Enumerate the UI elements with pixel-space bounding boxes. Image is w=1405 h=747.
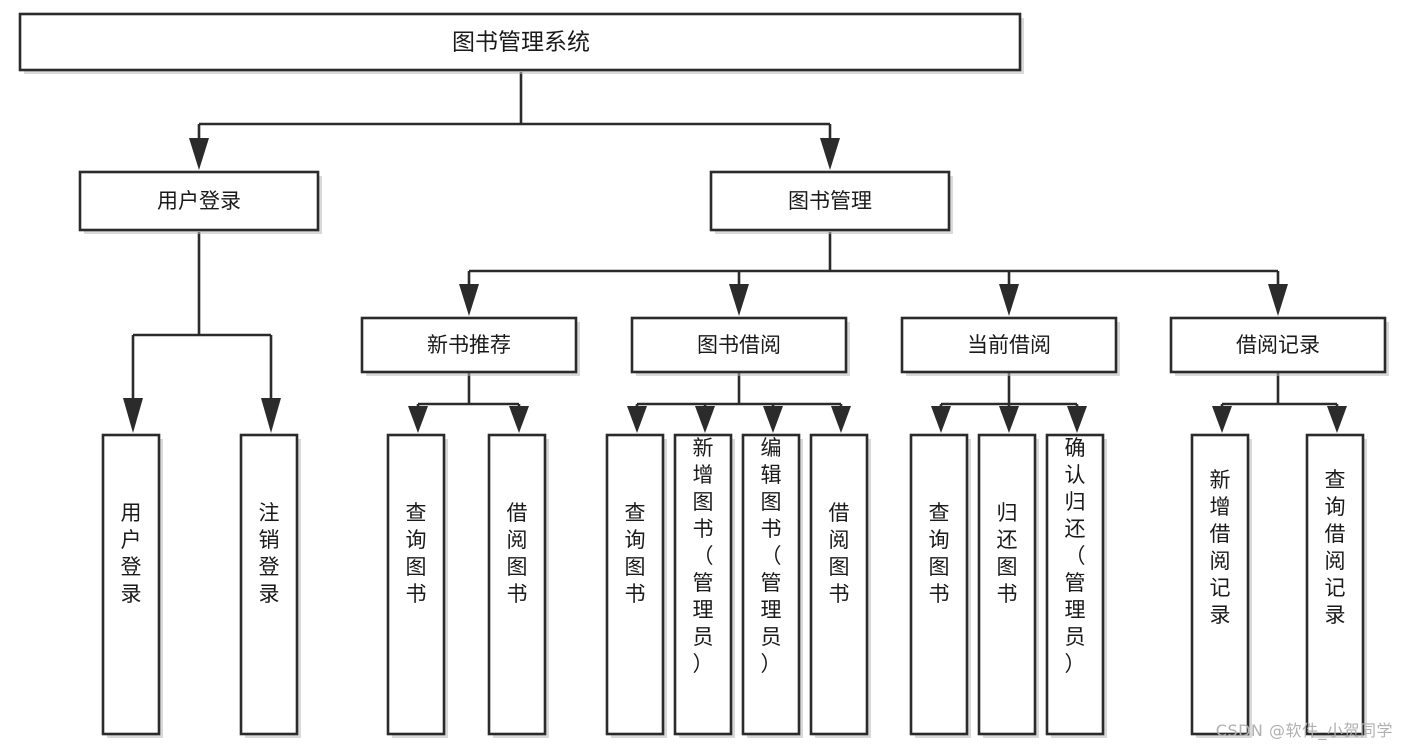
leaf-newbook-query-book-box (386, 433, 446, 736)
node-book-management[interactable]: 图书管理 (709, 170, 953, 234)
arrowhead-bookborrow-leaf-2 (695, 406, 715, 433)
node-book-borrow[interactable]: 图书借阅 (630, 316, 850, 376)
leaf-borrowrecord-add-record-box (1190, 433, 1250, 736)
arrowhead-leaf-logout (261, 398, 281, 433)
current-borrow-label: 当前借阅 (967, 333, 1051, 357)
new-book-recommend-box (360, 316, 578, 374)
book-management-box (709, 170, 951, 232)
leaf-user-login-box (101, 433, 161, 736)
leaf-bookborrow-add-book-label: 新增图书（管理员） (693, 436, 714, 676)
arrowhead-bookborrow-leaf-3 (763, 406, 783, 433)
node-borrow-record[interactable]: 借阅记录 (1169, 316, 1389, 376)
leaf-borrowrecord-add-record-label: 新增借阅记录 (1210, 468, 1231, 627)
arrowhead-currentborrow-leaf-3 (1067, 406, 1087, 433)
leaf-currentborrow-query-book[interactable]: 查询图书 (909, 433, 971, 738)
arrowhead-currentborrow-leaf-2 (999, 406, 1019, 433)
user-login-box (78, 170, 320, 232)
node-root-system[interactable]: 图书管理系统 (18, 12, 1024, 74)
leaf-bookborrow-borrow-book-label: 借阅图书 (829, 501, 850, 606)
leaf-bookborrow-query-book-box (605, 433, 665, 736)
leaf-logout-box (239, 433, 299, 736)
current-borrow-box (900, 316, 1118, 374)
leaf-newbook-borrow-book-box (487, 433, 547, 736)
leaf-bookborrow-edit-book-box (741, 433, 801, 736)
arrowhead-book-borrow (729, 284, 749, 316)
arrowhead-borrowrecord-leaf-2 (1327, 406, 1347, 433)
leaf-currentborrow-confirm-return[interactable]: 确认归还（管理员） (1045, 433, 1107, 738)
borrow-record-label: 借阅记录 (1236, 333, 1320, 357)
book-borrow-box (630, 316, 848, 374)
leaf-borrowrecord-query-record[interactable]: 查询借阅记录 (1305, 433, 1367, 738)
root-label: 图书管理系统 (452, 30, 590, 56)
leaf-currentborrow-confirm-return-label: 确认归还（管理员） (1065, 436, 1086, 676)
leaf-user-login[interactable]: 用户登录 (101, 433, 163, 738)
node-current-borrow[interactable]: 当前借阅 (900, 316, 1120, 376)
borrow-record-box (1169, 316, 1387, 374)
leaf-logout[interactable]: 注销登录 (239, 433, 301, 738)
leaf-bookborrow-borrow-book-box (809, 433, 869, 736)
leaf-bookborrow-borrow-book[interactable]: 借阅图书 (809, 433, 871, 738)
arrowhead-book-mgmt (820, 138, 840, 170)
leaf-newbook-borrow-book-label: 借阅图书 (507, 501, 528, 606)
root-box (18, 12, 1022, 72)
arrowhead-currentborrow-leaf-1 (931, 406, 951, 433)
leaf-currentborrow-return-book[interactable]: 归还图书 (977, 433, 1039, 738)
leaf-bookborrow-query-book[interactable]: 查询图书 (605, 433, 667, 738)
book-borrow-label: 图书借阅 (697, 333, 781, 357)
leaf-user-login-label: 用户登录 (121, 501, 142, 606)
leaf-bookborrow-edit-book-label: 编辑图书（管理员） (761, 436, 782, 676)
new-book-recommend-label: 新书推荐 (427, 333, 511, 357)
leaf-borrowrecord-add-record[interactable]: 新增借阅记录 (1190, 433, 1252, 738)
arrowhead-current-borrow (999, 284, 1019, 316)
user-login-label: 用户登录 (157, 189, 241, 213)
leaf-bookborrow-add-book-box (673, 433, 733, 736)
arrowhead-newbook-leaf-2 (509, 406, 529, 433)
leaf-currentborrow-query-book-label: 查询图书 (929, 501, 950, 606)
arrowhead-bookborrow-leaf-1 (627, 406, 647, 433)
arrowhead-borrow-record (1268, 284, 1288, 316)
arrowhead-user-login (189, 138, 209, 170)
arrowhead-bookborrow-leaf-4 (831, 406, 851, 433)
leaf-newbook-query-book-label: 查询图书 (406, 501, 427, 606)
leaf-borrowrecord-query-record-box (1305, 433, 1365, 736)
leaf-borrowrecord-query-record-label: 查询借阅记录 (1325, 468, 1346, 627)
leaf-currentborrow-return-book-label: 归还图书 (997, 501, 1018, 606)
node-new-book-recommend[interactable]: 新书推荐 (360, 316, 580, 376)
arrowhead-new-book (459, 284, 479, 316)
leaf-currentborrow-confirm-return-box (1045, 433, 1105, 736)
leaf-bookborrow-add-book[interactable]: 新增图书（管理员） (673, 433, 735, 738)
leaf-currentborrow-query-book-box (909, 433, 969, 736)
arrowhead-newbook-leaf-1 (408, 406, 428, 433)
leaf-currentborrow-return-book-box (977, 433, 1037, 736)
leaf-bookborrow-edit-book[interactable]: 编辑图书（管理员） (741, 433, 803, 738)
connector-layer (123, 72, 1347, 433)
book-management-label: 图书管理 (788, 189, 872, 213)
leaf-newbook-borrow-book[interactable]: 借阅图书 (487, 433, 549, 738)
node-user-login[interactable]: 用户登录 (78, 170, 322, 234)
leaf-bookborrow-query-book-label: 查询图书 (625, 501, 646, 606)
leaf-newbook-query-book[interactable]: 查询图书 (386, 433, 448, 738)
arrowhead-leaf-user-login (123, 398, 143, 433)
leaf-logout-label: 注销登录 (259, 501, 280, 606)
arrowhead-borrowrecord-leaf-1 (1212, 406, 1232, 433)
